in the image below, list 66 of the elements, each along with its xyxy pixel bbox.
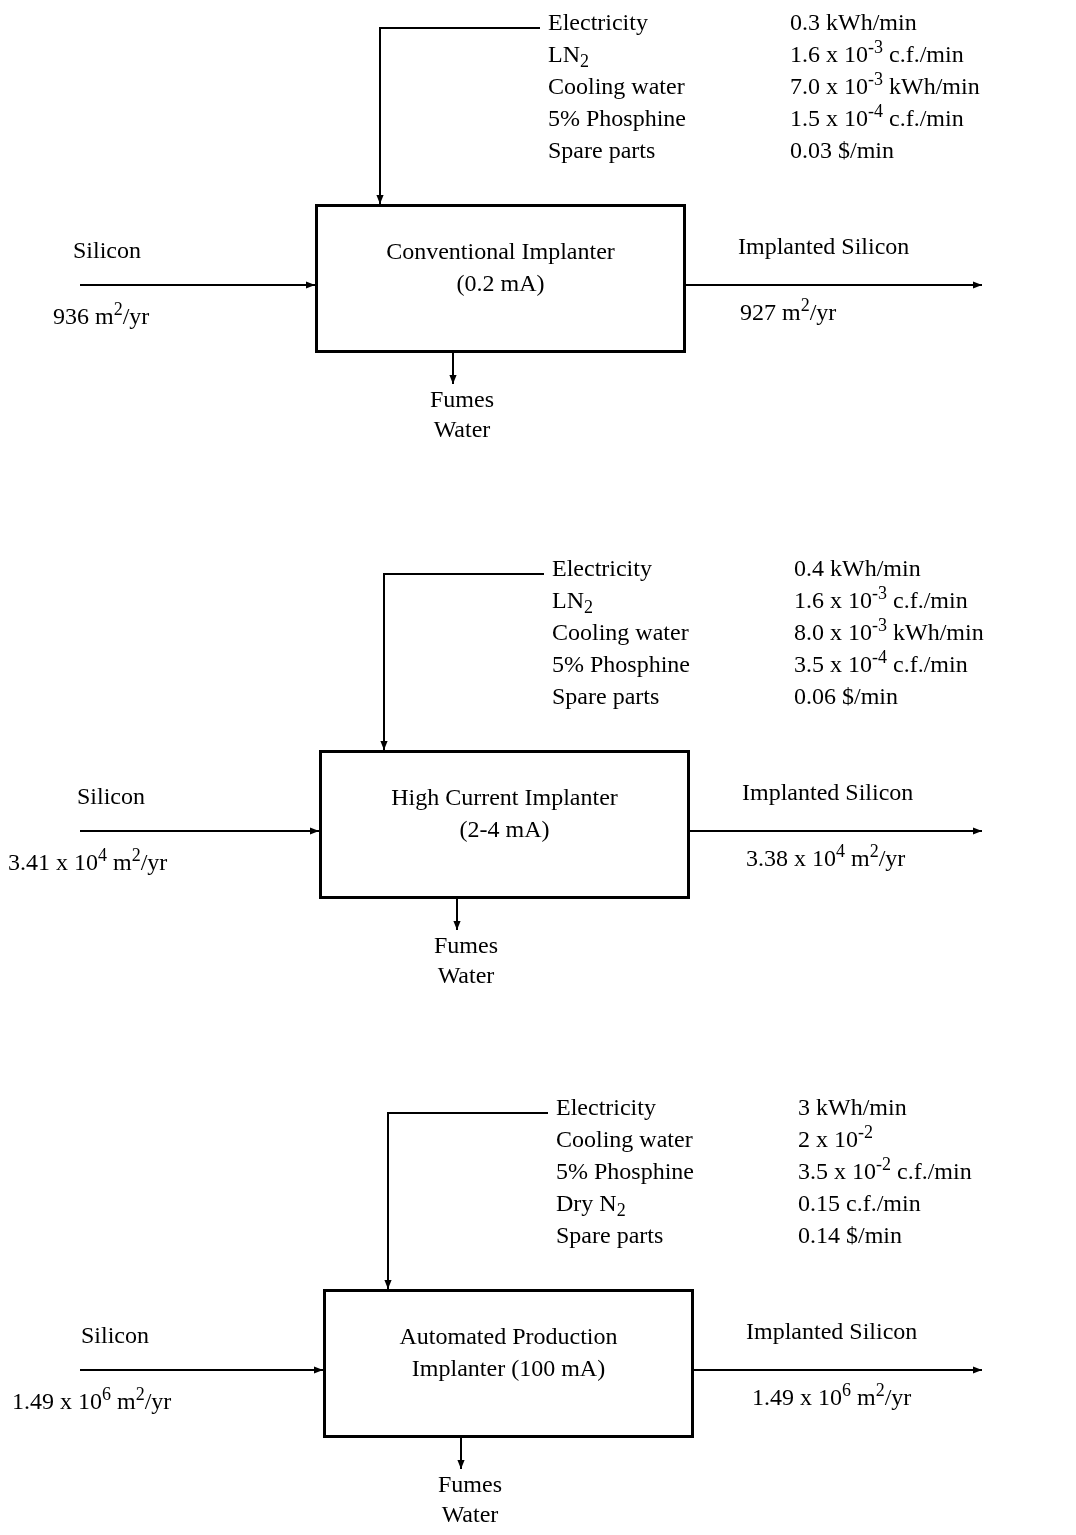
flow-rate: 3.41 x 10$^{4}$ m$^{2}$/yr	[8, 846, 168, 877]
arrow	[449, 352, 457, 385]
flow-label: Implanted Silicon	[742, 778, 914, 807]
input-name: 5% Phosphine	[552, 650, 691, 679]
input-name: Electricity	[556, 1093, 657, 1122]
input-name: Electricity	[552, 554, 653, 583]
input-rate: 0.14 $/min	[798, 1221, 903, 1250]
process-label: High Current Implanter (2-4 mA)	[390, 783, 619, 844]
input-rate: 2 x 10$^{-2}$	[798, 1123, 874, 1154]
input-name: Cooling water	[552, 618, 690, 647]
input-rate: 1.6 x 10$^{-3}$ c.f./min	[794, 584, 969, 615]
flow-label: Implanted Silicon	[746, 1317, 918, 1346]
input-rate: 1.6 x 10$^{-3}$ c.f./min	[790, 38, 965, 69]
input-name: Spare parts	[552, 682, 661, 711]
output-name: Water	[441, 1500, 499, 1529]
arrow	[79, 281, 316, 289]
arrow	[79, 827, 320, 835]
arrow	[380, 573, 545, 751]
flow-rate: 1.49 x 10$^{6}$ m$^{2}$/yr	[752, 1381, 912, 1412]
input-rate: 0.3 kWh/min	[790, 8, 918, 37]
input-name: Cooling water	[548, 72, 686, 101]
input-rate: 0.06 $/min	[794, 682, 899, 711]
input-rate: 0.4 kWh/min	[794, 554, 922, 583]
input-name: 5% Phosphine	[548, 104, 687, 133]
flow-rate: 927 m$^{2}$/yr	[740, 296, 837, 327]
flow-label: Silicon	[81, 1321, 149, 1350]
input-rate: 0.03 $/min	[790, 136, 895, 165]
input-rate: 3 kWh/min	[798, 1093, 908, 1122]
output-name: Water	[437, 961, 495, 990]
flow-label: Implanted Silicon	[738, 232, 910, 261]
flow-rate: 3.38 x 10$^{4}$ m$^{2}$/yr	[746, 842, 906, 873]
flow-rate: 936 m$^{2}$/yr	[53, 300, 150, 331]
arrow	[453, 898, 461, 931]
input-name: Cooling water	[556, 1125, 694, 1154]
input-rate: 8.0 x 10$^{-3}$ kWh/min	[794, 616, 984, 647]
output-name: Fumes	[438, 1470, 502, 1499]
arrow	[457, 1437, 465, 1470]
arrow	[79, 1366, 324, 1374]
output-name: Fumes	[434, 931, 498, 960]
input-name: Spare parts	[556, 1221, 665, 1250]
input-name: Dry N$_{2}$	[556, 1189, 627, 1219]
arrow	[689, 827, 983, 835]
process-label: Conventional Implanter (0.2 mA)	[385, 237, 616, 298]
output-name: Fumes	[430, 385, 494, 414]
flow-rate: 1.49 x 10$^{6}$ m$^{2}$/yr	[12, 1385, 172, 1416]
input-rate: 7.0 x 10$^{-3}$ kWh/min	[790, 70, 980, 101]
input-name: Electricity	[548, 8, 649, 37]
process-box	[315, 204, 686, 353]
process-label: Automated Production Implanter (100 mA)	[398, 1322, 619, 1383]
process-box	[319, 750, 690, 899]
arrow	[376, 27, 541, 205]
flow-label: Silicon	[77, 782, 145, 811]
input-name: 5% Phosphine	[556, 1157, 695, 1186]
input-name: LN$_{2}$	[552, 586, 594, 616]
input-rate: 3.5 x 10$^{-2}$ c.f./min	[798, 1155, 972, 1186]
output-name: Water	[433, 415, 491, 444]
arrow	[693, 1366, 983, 1374]
process-box	[323, 1289, 694, 1438]
arrow	[685, 281, 983, 289]
input-rate: 3.5 x 10$^{-4}$ c.f./min	[794, 648, 969, 679]
flow-label: Silicon	[73, 236, 141, 265]
input-rate: 1.5 x 10$^{-4}$ c.f./min	[790, 102, 965, 133]
input-name: LN$_{2}$	[548, 40, 590, 70]
input-rate: 0.15 c.f./min	[798, 1189, 922, 1218]
arrow	[384, 1112, 549, 1290]
input-name: Spare parts	[548, 136, 657, 165]
